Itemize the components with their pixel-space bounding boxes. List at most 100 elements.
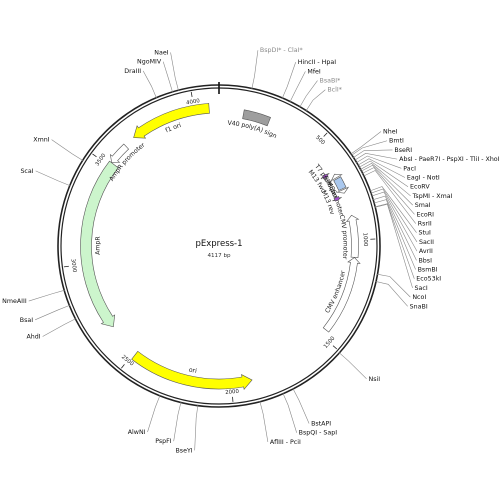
site-bseyi: BseYI xyxy=(175,405,199,454)
tick-label: 3500 xyxy=(94,152,107,167)
site-paci: PacI xyxy=(356,155,416,172)
site-label: SacI xyxy=(415,285,428,292)
tick-mark xyxy=(92,153,97,158)
tick-mark xyxy=(190,91,193,97)
site-label: HincII - HpaI xyxy=(298,59,337,66)
site-eagi-noti: EagI - NotI xyxy=(357,158,440,182)
site-mfei: MfeI xyxy=(289,68,321,103)
site-leader xyxy=(357,158,406,178)
site-naei: NaeI xyxy=(154,49,179,91)
feature-arrow xyxy=(109,143,130,163)
site-label: StuI xyxy=(419,230,431,237)
site-leader xyxy=(372,195,417,261)
site-ecorv: EcoRV xyxy=(358,160,430,191)
feature-f1-ori: f1 ori xyxy=(133,103,210,139)
tick-mark xyxy=(121,364,125,369)
tick-label: 2500 xyxy=(120,354,135,368)
site-leader xyxy=(289,71,306,103)
site-leader xyxy=(358,160,409,187)
site-label: DraIII xyxy=(124,68,141,75)
site-label: NheI xyxy=(383,129,398,136)
site-label: BseRI xyxy=(394,147,412,154)
site-hincii-hpai: HincII - HpaI xyxy=(281,59,337,99)
site-leader xyxy=(281,62,296,99)
site-leader xyxy=(356,155,402,169)
site-bsai: BsaI xyxy=(20,304,70,324)
feature-arrow xyxy=(322,257,361,333)
site-label: SnaBI xyxy=(410,303,428,310)
site-label: AlwNI xyxy=(128,429,146,436)
site-leader xyxy=(375,281,408,307)
site-leader xyxy=(371,191,418,252)
feature-cmv-enhancer: CMV enhancer xyxy=(322,257,361,333)
site-label: SmaI xyxy=(415,202,431,209)
site-leader xyxy=(350,131,382,155)
site-label: NcoI xyxy=(412,294,426,301)
site-eco53ki: Eco53kI xyxy=(374,203,441,283)
site-leader xyxy=(305,89,326,112)
tick-label: 1000 xyxy=(362,232,369,247)
feature-ampr: AmpR xyxy=(80,160,119,328)
site-leader xyxy=(370,188,418,243)
tick-label: 2000 xyxy=(225,389,240,396)
feature-arrow xyxy=(333,176,347,191)
site-label: NsiI xyxy=(369,376,381,383)
site-leader xyxy=(35,304,70,321)
feature-cmv-promoter: CMV promoter xyxy=(338,214,360,260)
site-label: PspFI xyxy=(155,438,172,445)
feature-arrow xyxy=(345,214,360,258)
site-bsabi: BsaBI* xyxy=(299,78,340,108)
site-leader xyxy=(28,289,65,302)
site-leader xyxy=(376,273,411,298)
feature-ori: ori xyxy=(131,350,253,391)
feature-arrow xyxy=(131,350,253,391)
site-label: TspMI - XmaI xyxy=(412,193,453,200)
site-bmti: BmtI xyxy=(351,138,404,156)
site-label: XmnI xyxy=(33,137,49,144)
plasmid-name: pExpress-1 xyxy=(195,239,242,249)
site-leader xyxy=(351,140,388,156)
site-bspqi-sapi: BspQI - SapI xyxy=(282,393,337,437)
tick-label: 4000 xyxy=(186,98,201,106)
site-label: SacII xyxy=(419,239,434,246)
plasmid-size: 4117 bp xyxy=(207,253,231,259)
site-label: BmtI xyxy=(389,138,404,145)
site-nmeaiii: NmeAIII xyxy=(2,289,65,305)
site-label: BbsI xyxy=(418,257,432,264)
site-draiii: DraIII xyxy=(124,68,157,99)
site-bcli: BclI* xyxy=(305,87,342,112)
site-leader xyxy=(162,61,173,93)
site-leader xyxy=(338,352,367,380)
center-label: pExpress-1 4117 bp xyxy=(195,239,242,259)
site-leader xyxy=(173,401,182,442)
site-leader xyxy=(142,70,157,99)
site-ahdi: AhdI xyxy=(27,318,77,341)
site-stui: StuI xyxy=(369,186,431,237)
site-label: Eco53kI xyxy=(416,276,441,283)
site-leader xyxy=(362,167,415,215)
site-label: AhdI xyxy=(27,334,41,341)
feature-arrow xyxy=(330,173,343,182)
site-bseri: BseRI xyxy=(352,147,412,159)
feature-ampr-promoter: AmpR promoter xyxy=(108,142,146,183)
site-label: EcoRV xyxy=(410,184,430,191)
tick-label: 3000 xyxy=(69,258,77,273)
feature-arrow xyxy=(242,109,271,127)
site-leader xyxy=(360,164,413,206)
site-saci: SacI xyxy=(374,203,428,292)
site-leader xyxy=(373,199,416,270)
site-leader xyxy=(374,203,415,279)
site-nhei: NheI xyxy=(350,129,398,155)
feature-arrow xyxy=(80,160,119,328)
site-scai: ScaI xyxy=(20,168,71,187)
site-leader xyxy=(374,203,413,289)
site-label: BsmBI xyxy=(418,267,438,274)
site-label: BsaI xyxy=(20,317,33,324)
site-label: BseYI xyxy=(175,447,192,454)
site-leader xyxy=(259,401,269,442)
site-ecori: EcoRI xyxy=(362,167,434,218)
site-label: AbsI - PaeR7I - PspXI - TliI - XhoI xyxy=(399,156,500,163)
feature-label: AmpR xyxy=(94,235,101,255)
site-bbsi: BbsI xyxy=(372,195,432,264)
site-label: EcoRI xyxy=(416,211,434,218)
